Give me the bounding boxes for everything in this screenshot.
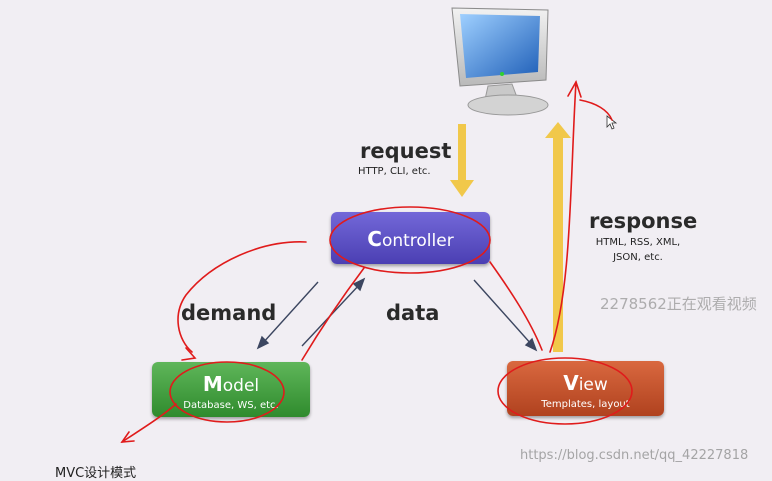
- annotation-curve-bottom: [121, 403, 177, 443]
- request-sub-label: HTTP, CLI, etc.: [358, 166, 431, 177]
- footer-url: https://blog.csdn.net/qq_42227818: [520, 448, 749, 463]
- view-title: View: [563, 371, 608, 395]
- controller-box: Controller: [331, 212, 490, 264]
- controller-circle: [329, 206, 491, 274]
- annotation-curve-model-controller: [301, 267, 365, 361]
- response-arrow: [545, 122, 571, 352]
- model-subtitle: Database, WS, etc.: [183, 400, 279, 411]
- annotation-arrowhead-response: [567, 80, 582, 98]
- annotation-arrowhead-bottom: [120, 431, 135, 443]
- demand-label: demand: [181, 301, 277, 325]
- request-arrow: [450, 124, 474, 197]
- view-circle: [497, 357, 633, 425]
- model-title: Model: [202, 372, 260, 396]
- monitor-icon: [451, 7, 549, 116]
- view-box: View Templates, layout: [507, 361, 664, 416]
- model-circle: [169, 361, 285, 423]
- annotation-curve-response: [549, 81, 577, 353]
- view-subtitle: Templates, layout: [541, 399, 630, 410]
- data-label: data: [386, 301, 440, 325]
- response-label: response: [589, 209, 698, 233]
- annotation-curve-cursor: [579, 99, 613, 121]
- request-label: request: [360, 139, 452, 163]
- caption: MVC设计模式: [55, 466, 137, 481]
- response-sub-label-1: HTML, RSS, XML,: [595, 237, 681, 248]
- annotation-curve-left: [177, 241, 307, 353]
- viewer-notice: 2278562正在观看视频: [600, 295, 757, 313]
- annotation-curve-controller-view: [489, 261, 543, 351]
- annotation-arrowhead-left: [181, 347, 197, 361]
- mouse-cursor-icon: [606, 115, 618, 130]
- controller-to-view-arrow: [473, 279, 538, 352]
- controller-title: Controller: [367, 227, 454, 251]
- demand-arrow: [256, 281, 319, 350]
- response-sub-label-2: JSON, etc.: [613, 252, 663, 263]
